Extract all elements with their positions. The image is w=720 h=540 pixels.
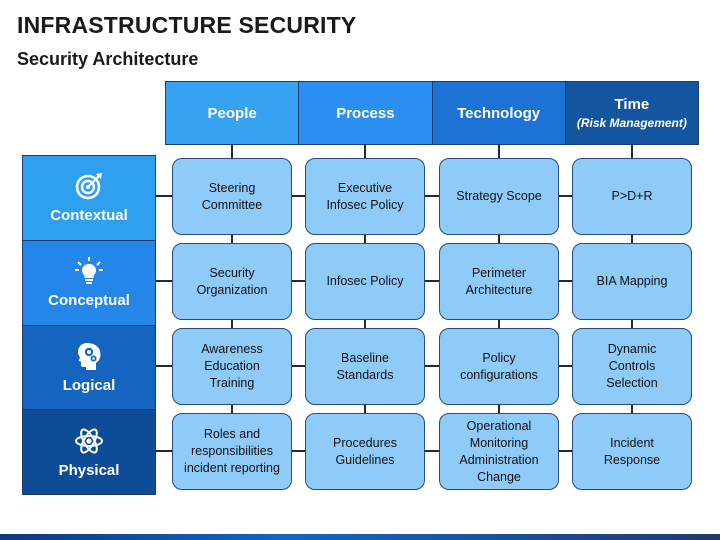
cell-logical-technology: Policy configurations [439,328,559,405]
row-header-physical: Physical [23,410,155,494]
atom-icon [75,428,103,454]
page-subtitle: Security Architecture [17,49,199,69]
cell-contextual-time: P>D+R [572,158,692,235]
cell-contextual-people: Steering Committee [172,158,292,235]
cell-physical-time: Incident Response [572,413,692,490]
page-title: INFRASTRUCTURE SECURITY [17,12,357,38]
column-header-technology: Technology [432,82,566,144]
column-header-row: People Process Technology Time (Risk Man… [165,81,699,145]
row-header-column: Contextual Conceptual Logical [22,155,156,495]
row-header-label: Contextual [50,207,128,225]
column-header-label: Time [614,96,650,113]
row-header-label: Logical [62,376,116,394]
column-header-people: People [166,82,300,144]
cell-physical-people: Roles and responsibilities incident repo… [172,413,292,490]
column-header-label: People [207,104,257,122]
head-gears-icon [78,342,101,370]
bottom-accent-bar [0,534,720,540]
column-header-label: Process [336,104,395,122]
target-icon [75,173,102,200]
cell-logical-process: Baseline Standards [305,328,425,405]
row-header-conceptual: Conceptual [23,240,155,326]
row-header-label: Conceptual [48,292,130,310]
cell-physical-technology: Operational Monitoring Administration Ch… [439,413,559,490]
cell-contextual-process: Executive Infosec Policy [305,158,425,235]
row-header-logical: Logical [23,325,155,411]
column-header-label: Technology [457,104,541,122]
cell-conceptual-time: BIA Mapping [572,243,692,320]
row-header-contextual: Contextual [23,156,155,241]
column-header-sublabel: (Risk Management) [576,116,687,130]
cell-conceptual-process: Infosec Policy [305,243,425,320]
cell-logical-people: Awareness Education Training [172,328,292,405]
cell-conceptual-technology: Perimeter Architecture [439,243,559,320]
cell-contextual-technology: Strategy Scope [439,158,559,235]
cell-logical-time: Dynamic Controls Selection [572,328,692,405]
column-header-time: Time (Risk Management) [565,82,698,144]
cell-conceptual-people: Security Organization [172,243,292,320]
column-header-process: Process [299,82,433,144]
row-header-label: Physical [58,461,120,479]
lightbulb-icon [75,257,103,285]
cell-physical-process: Procedures Guidelines [305,413,425,490]
